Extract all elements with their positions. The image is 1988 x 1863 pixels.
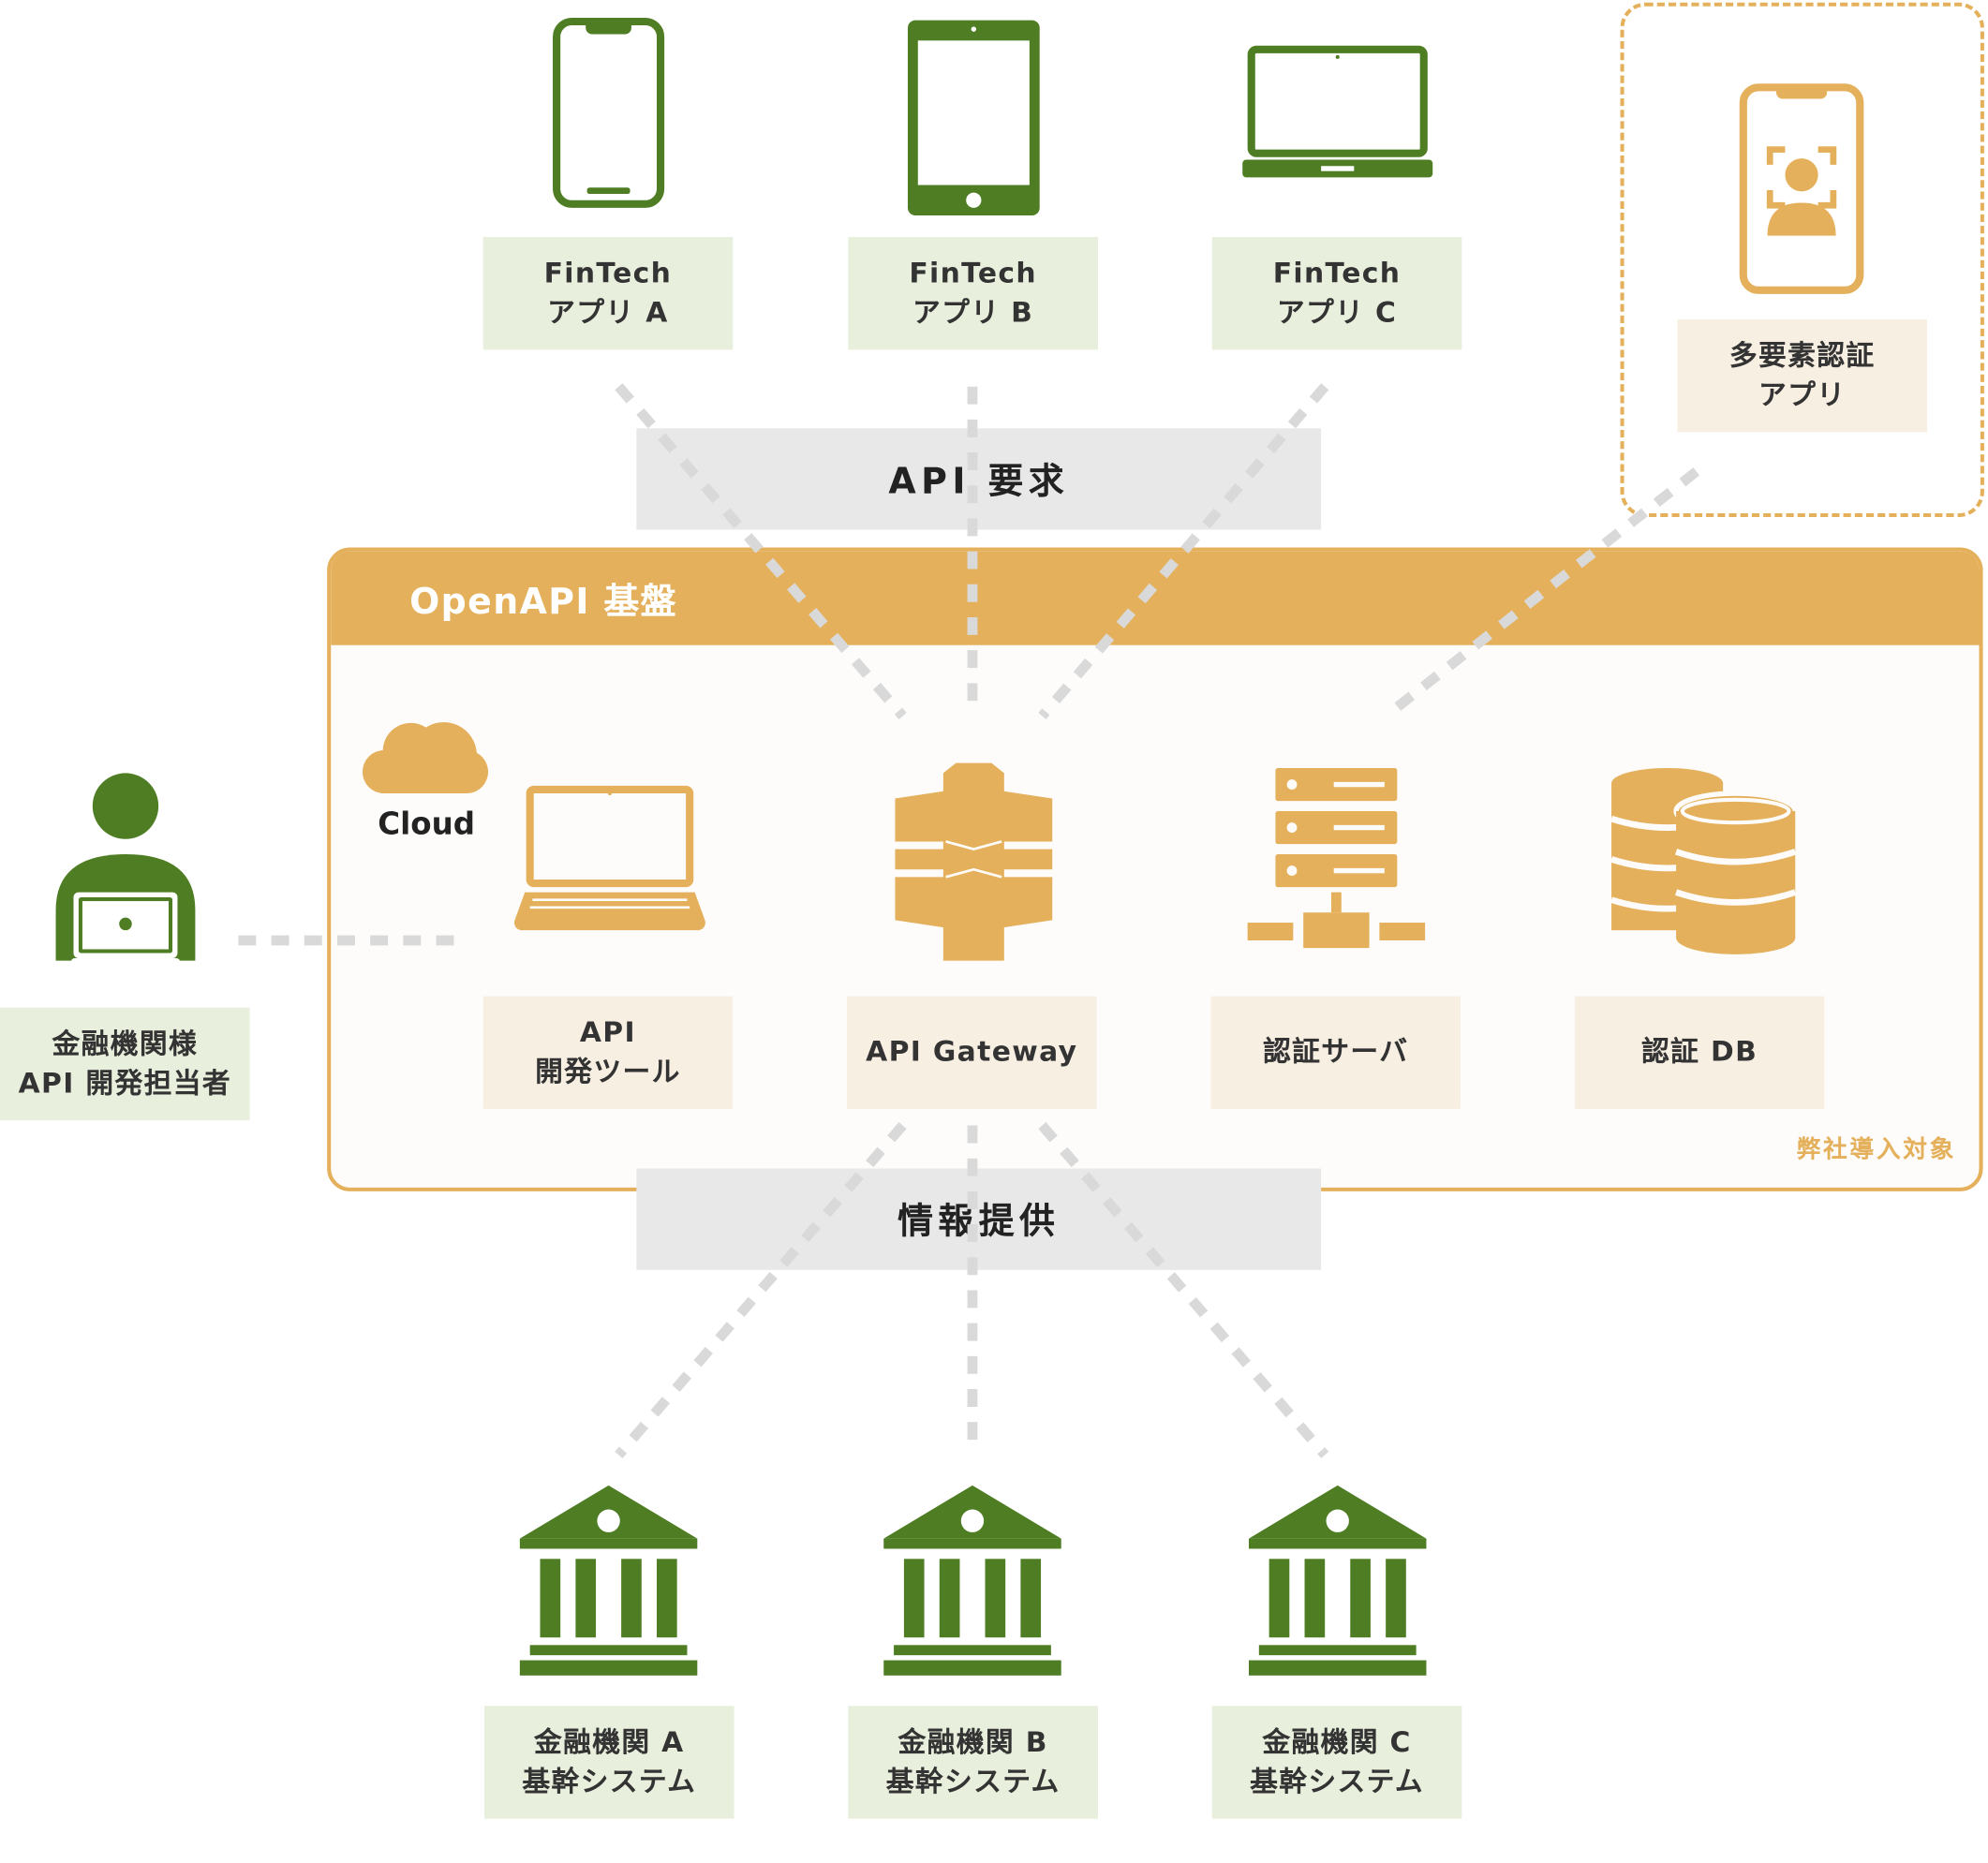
bank-a-label: 金融機関 A 基幹システム <box>483 1706 734 1819</box>
server-icon <box>1247 767 1426 949</box>
bank-icon-a <box>519 1485 698 1676</box>
mfa-frame <box>1620 2 1984 518</box>
fintech-app-c-label: FinTech アプリ C <box>1211 237 1462 350</box>
dev-laptop-icon <box>513 785 705 931</box>
api-gateway-icon <box>895 762 1053 961</box>
scope-note: 弊社導入対象 <box>1796 1135 1957 1164</box>
fintech-app-b-label: FinTech アプリ B <box>848 237 1098 350</box>
mfa-app-label: 多要素認証 アプリ <box>1677 318 1928 433</box>
platform-header <box>331 551 1980 645</box>
developer-label: 金融機関様 API 開発担当者 <box>0 1007 250 1121</box>
connector-app-a <box>615 383 907 720</box>
bank-icon-b <box>883 1485 1061 1676</box>
cloud-label: Cloud <box>378 806 475 842</box>
connector-bank-c <box>1038 1122 1329 1458</box>
platform-title: OpenAPI 基盤 <box>409 580 677 623</box>
bank-c-label: 金融機関 C 基幹システム <box>1211 1706 1462 1819</box>
api-gateway-label: API Gateway <box>847 996 1097 1109</box>
laptop-icon <box>1242 45 1433 178</box>
face-id-phone-icon <box>1739 83 1864 294</box>
fintech-app-a-label: FinTech アプリ A <box>482 237 734 350</box>
info-provision-band: 情報提供 <box>636 1168 1322 1270</box>
developer-person-icon <box>55 773 196 968</box>
connector-app-c <box>1038 383 1329 720</box>
bank-b-label: 金融機関 B 基幹システム <box>848 1706 1098 1819</box>
api-request-band: API 要求 <box>636 428 1322 530</box>
auth-server-label: 認証サーバ <box>1210 996 1461 1109</box>
smartphone-icon <box>553 17 665 208</box>
tablet-icon <box>907 20 1040 216</box>
bank-icon-c <box>1249 1485 1427 1676</box>
auth-db-label: 認証 DB <box>1574 996 1825 1109</box>
connector-mfa <box>1393 467 1700 712</box>
database-icon <box>1610 767 1798 954</box>
api-dev-tool-label: API 開発ツール <box>482 996 734 1109</box>
cloud-icon <box>363 722 489 794</box>
connector-bank-a <box>615 1122 907 1458</box>
